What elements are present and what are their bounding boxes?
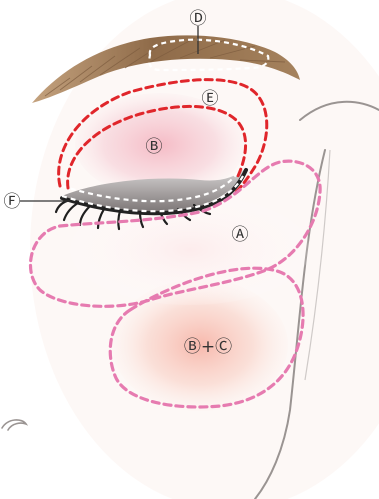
label-a: Ⓐ bbox=[232, 225, 249, 245]
label-d: Ⓓ bbox=[190, 9, 207, 29]
label-e: Ⓔ bbox=[202, 89, 219, 109]
nostril-line bbox=[2, 420, 26, 430]
label-b-plus-c: Ⓑ+Ⓒ bbox=[184, 337, 232, 357]
label-b-upper: Ⓑ bbox=[146, 137, 163, 157]
label-f: Ⓕ bbox=[4, 192, 21, 212]
